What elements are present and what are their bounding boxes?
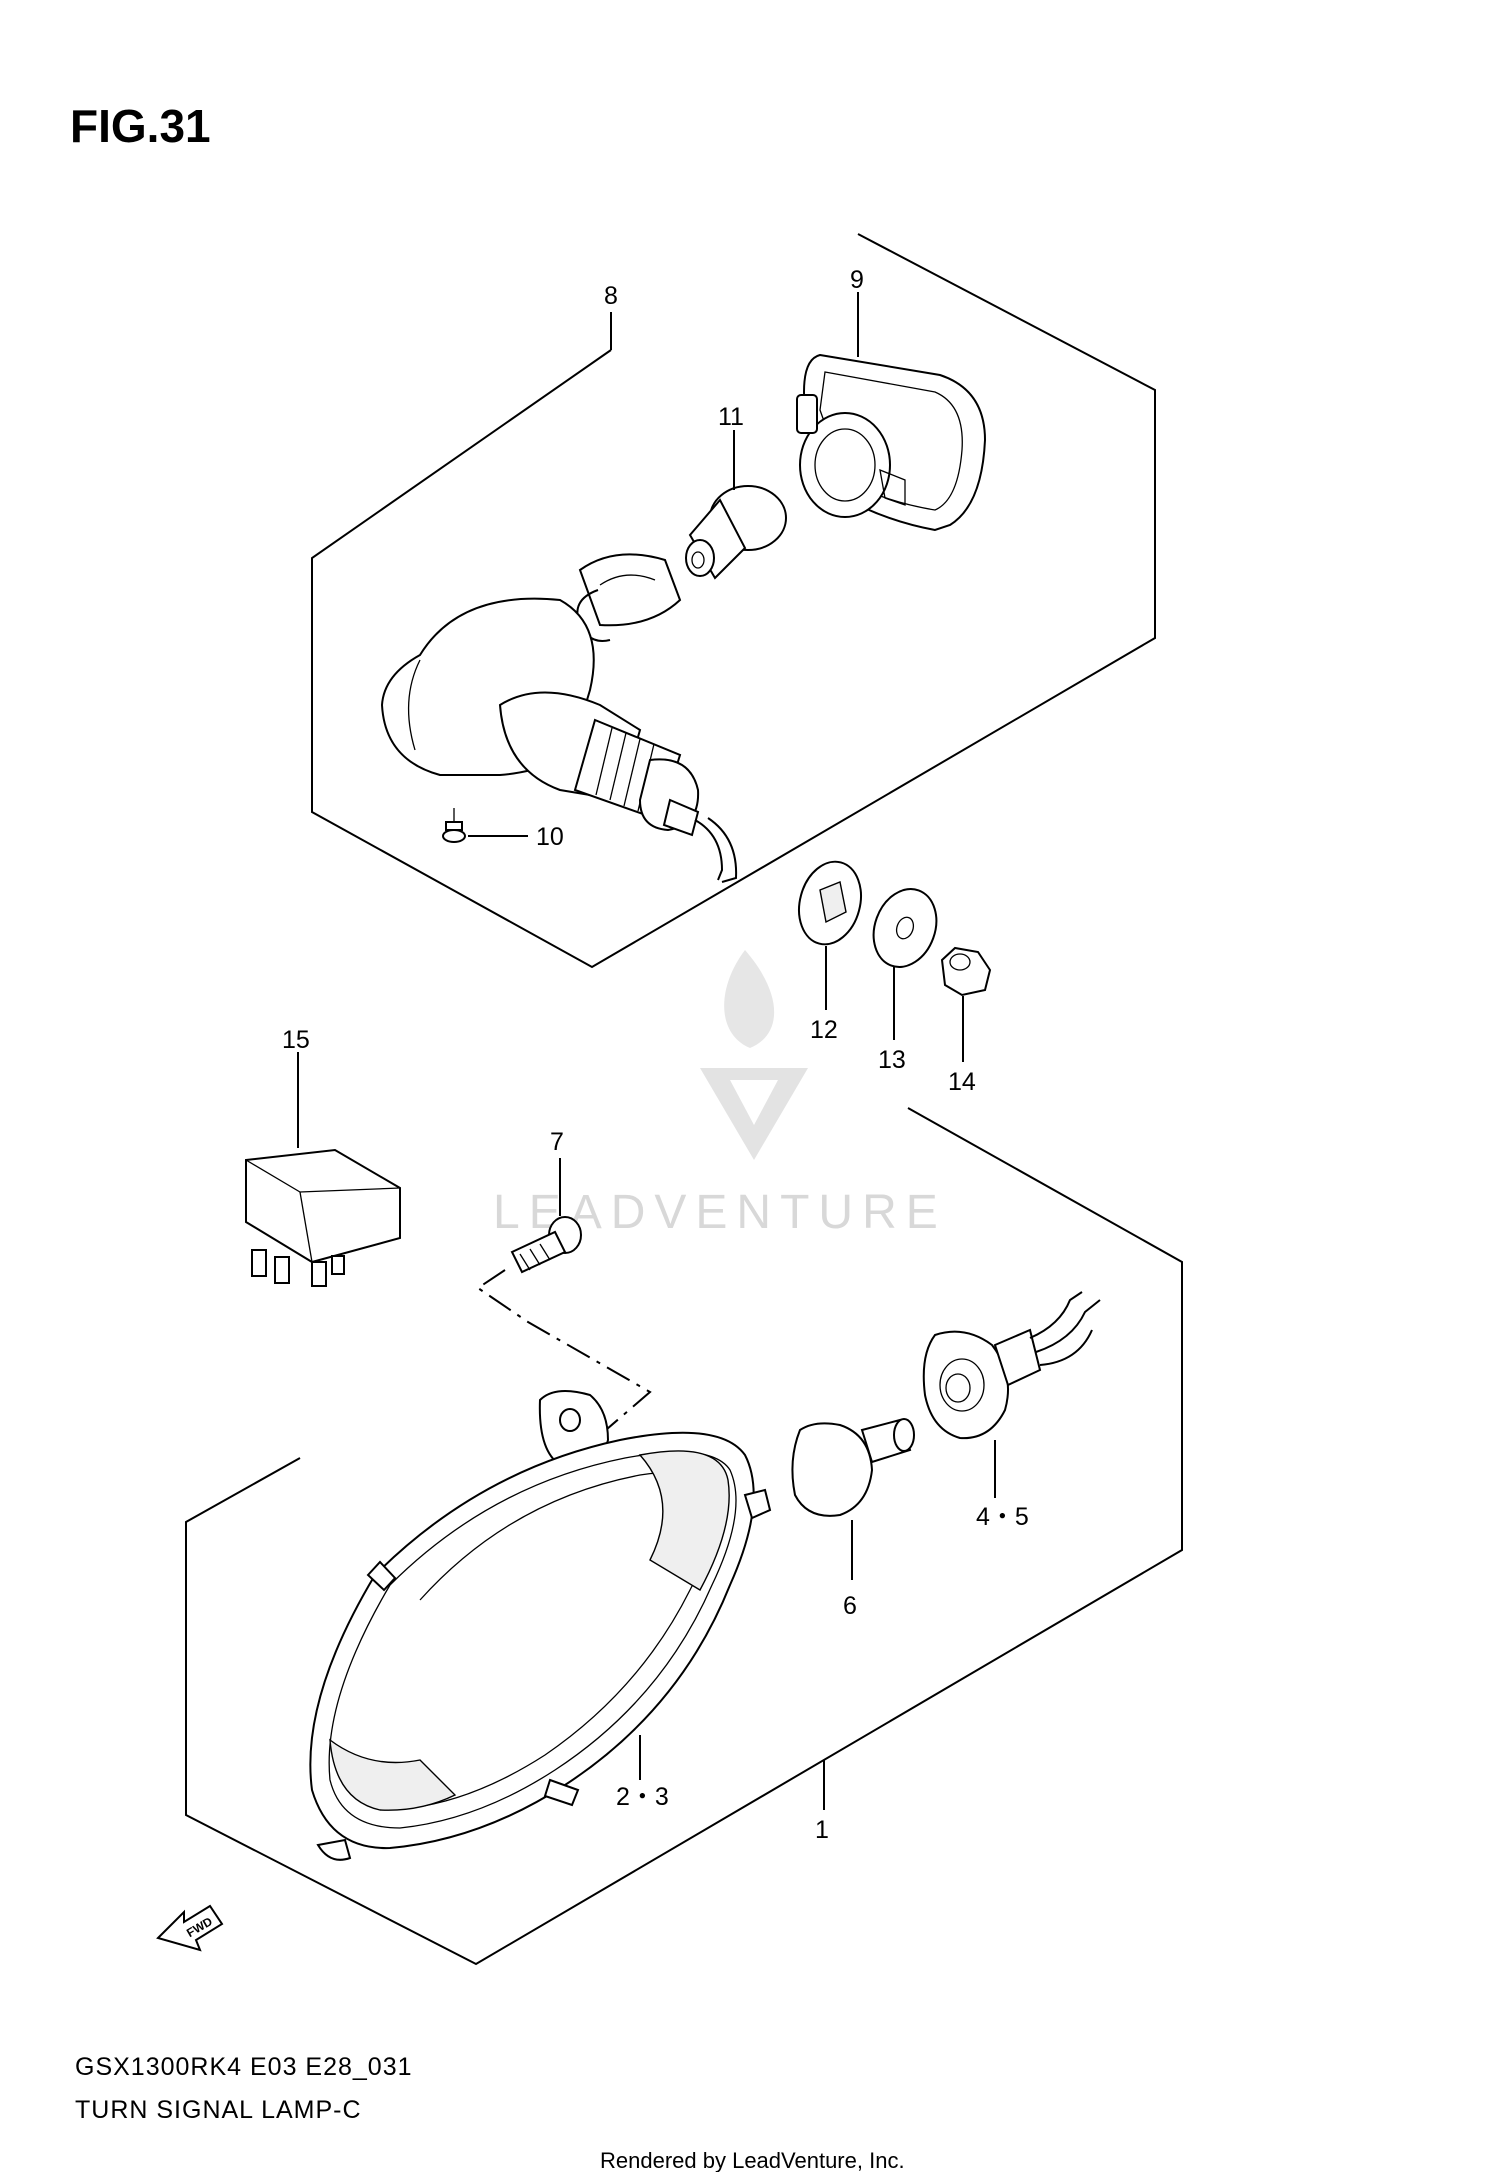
callout-2-3: 2・3 [616, 1783, 669, 1811]
relay-part-15[interactable] [245, 1148, 401, 1287]
plate-washer-part-12[interactable] [790, 855, 870, 952]
upper-kit-box [311, 233, 1156, 969]
callout-1: 1 [815, 1816, 829, 1844]
lamp-lens-part-2-3[interactable] [309, 1390, 772, 1861]
screw-part-7[interactable] [510, 1216, 582, 1274]
callout-6: 6 [843, 1592, 857, 1620]
bulb-part-6[interactable] [791, 1418, 915, 1517]
callout-15: 15 [282, 1026, 310, 1054]
model-code: GSX1300RK4 E03 E28_031 [75, 2053, 413, 2081]
callout-7: 7 [550, 1128, 564, 1156]
lower-kit-box [185, 1107, 1183, 1966]
callout-11: 11 [718, 403, 744, 431]
diagram-title: TURN SIGNAL LAMP-C [75, 2096, 362, 2124]
callout-8: 8 [604, 282, 618, 310]
washer-part-13[interactable] [863, 880, 947, 976]
nut-part-14[interactable] [940, 946, 992, 997]
callout-13: 13 [878, 1046, 906, 1074]
turn-signal-assembly-part-8[interactable] [380, 597, 738, 883]
render-credit: Rendered by LeadVenture, Inc. [600, 2148, 905, 2172]
bulb-part-11[interactable] [685, 485, 787, 580]
callout-14: 14 [948, 1068, 976, 1096]
screw-part-10[interactable] [442, 808, 466, 843]
lens-housing-part-9[interactable] [796, 353, 987, 532]
watermark-logo: LEADVENTURE [493, 950, 938, 1239]
fastening-path [476, 1269, 652, 1449]
callout-10: 10 [536, 823, 564, 851]
fwd-arrow-icon: FWD [156, 1904, 224, 1952]
callout-12: 12 [810, 1016, 838, 1044]
socket-upper [576, 553, 682, 642]
socket-part-4-5[interactable] [922, 1291, 1101, 1440]
figure-label: FIG.31 [70, 100, 211, 152]
callout-4-5: 4・5 [976, 1503, 1029, 1531]
callout-9: 9 [850, 266, 864, 294]
